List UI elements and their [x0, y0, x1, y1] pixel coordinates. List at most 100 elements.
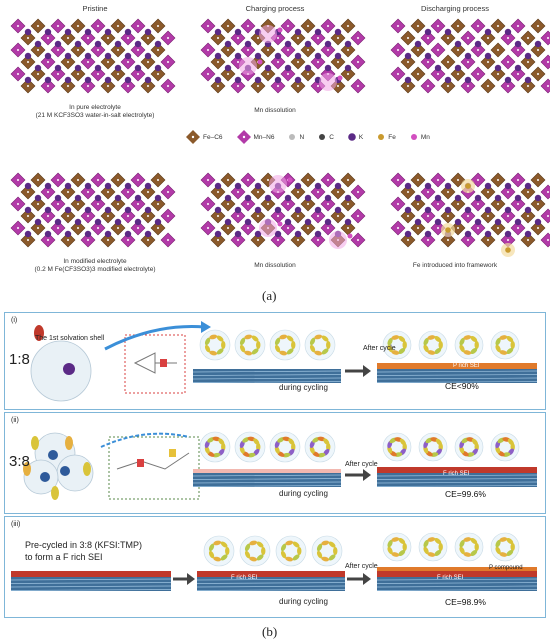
k-ion: [404, 206, 412, 214]
k-ion: [294, 206, 302, 214]
solvent-molecule: [321, 348, 329, 355]
center-atom: [517, 179, 519, 181]
solvent-molecule: [297, 547, 302, 555]
center-atom: [247, 203, 249, 205]
center-atom: [477, 227, 479, 229]
center-atom: [447, 61, 449, 63]
k-ion: [484, 182, 492, 190]
center-atom: [77, 179, 79, 181]
center-atom: [67, 239, 69, 241]
center-atom: [57, 203, 59, 205]
solvent-molecule: [274, 344, 281, 353]
precycled-note: Pre-cycled in 3:8 (KFSI:TMP) to form a F…: [25, 540, 143, 562]
center-atom: [487, 85, 489, 87]
f-rich-sei: [377, 467, 537, 473]
mn-n6-octahedron: [540, 54, 550, 70]
k-ion: [304, 218, 312, 226]
center-atom: [137, 73, 139, 75]
center-atom: [107, 61, 109, 63]
k-ion: [504, 230, 512, 238]
center-atom: [467, 215, 469, 217]
f-atom: [169, 449, 176, 457]
legend-label: Fe–C6: [203, 133, 223, 141]
during-cycling-ii: during cycling: [279, 489, 328, 498]
solvent-molecule: [291, 443, 296, 451]
k-ion: [114, 40, 122, 48]
solvent-molecule: [471, 438, 478, 446]
center-atom: [417, 25, 419, 27]
panel-iii-graphic: [10, 532, 538, 591]
center-atom: [327, 179, 329, 181]
k-ion: [484, 230, 492, 238]
header-discharging: Discharging process: [421, 4, 489, 13]
k-ion: [244, 218, 252, 226]
center-atom: [67, 37, 69, 39]
center-atom: [117, 203, 119, 205]
center-atom: [267, 203, 269, 205]
center-atom: [77, 227, 79, 229]
mn-dissolution-glow: [259, 219, 277, 237]
center-atom: [317, 191, 319, 193]
solvation-bubble: [454, 532, 484, 562]
center-atom: [297, 191, 299, 193]
solvent-molecule: [495, 344, 501, 353]
k-ion: [254, 230, 262, 238]
center-atom: [437, 25, 439, 27]
mn-ion: [337, 75, 343, 81]
center-atom: [277, 215, 279, 217]
solvent-molecule: [316, 550, 323, 559]
center-atom: [427, 239, 429, 241]
center-atom: [137, 25, 139, 27]
center-atom: [237, 61, 239, 63]
k-ion: [74, 194, 82, 202]
solvent-molecule: [321, 335, 329, 342]
solvent-molecule: [459, 344, 465, 353]
k-ion: [484, 28, 492, 36]
solvent-molecule: [427, 552, 436, 557]
panel-i: (i) 1:8 The 1st solvation shell during c…: [4, 312, 546, 410]
mn-n6-octahedron-icon: [236, 130, 251, 144]
center-atom: [307, 25, 309, 27]
center-atom: [147, 191, 149, 193]
k-ion: [424, 52, 432, 60]
center-atom: [357, 61, 359, 63]
k-ion: [94, 40, 102, 48]
solvent-molecule: [438, 341, 443, 349]
center-atom: [57, 227, 59, 229]
solvation-bubble: [454, 432, 484, 462]
center-atom: [307, 73, 309, 75]
solvent-molecule: [286, 335, 294, 342]
k-ion: [214, 52, 222, 60]
s-atom: [137, 459, 144, 467]
center-atom: [287, 49, 289, 51]
center-atom: [277, 85, 279, 87]
center-atom: [427, 85, 429, 87]
solvent-molecule: [253, 438, 260, 446]
k-ion: [64, 52, 72, 60]
center-atom: [217, 37, 219, 39]
solvent-molecule: [314, 350, 323, 356]
k-ion: [54, 64, 62, 72]
k-ion: [104, 182, 112, 190]
fe-ion: [445, 227, 451, 233]
k-ion: [464, 230, 472, 238]
solvent-molecule: [244, 350, 253, 356]
k-ion: [44, 52, 52, 60]
center-atom: [97, 49, 99, 51]
center-atom: [527, 37, 529, 39]
solvent-molecule: [391, 335, 400, 340]
solvent-molecule: [495, 546, 501, 555]
center-atom: [87, 61, 89, 63]
k-ion: [84, 76, 92, 84]
center-atom: [347, 49, 349, 51]
k-ion: [524, 182, 532, 190]
k-ion: [444, 182, 452, 190]
center-atom: [117, 25, 119, 27]
k-ion: [294, 76, 302, 84]
solvation-bubble: [382, 330, 412, 360]
after-cycle-i: After cycle: [363, 345, 396, 352]
solvent-molecule: [463, 537, 472, 542]
mn-n6-octahedron: [540, 30, 550, 46]
k-ion: [514, 194, 522, 202]
solvent-molecule: [256, 541, 264, 548]
